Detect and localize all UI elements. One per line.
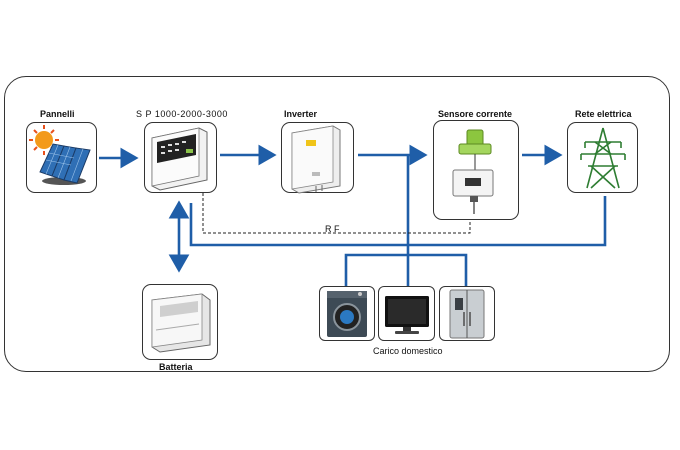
label-sp: S P 1000-2000-3000 bbox=[136, 109, 228, 119]
wires-main bbox=[99, 144, 607, 286]
rf-link bbox=[202, 193, 471, 234]
label-inverter: Inverter bbox=[284, 109, 318, 119]
washing-machine-icon bbox=[327, 291, 367, 337]
wire-sp-grid bbox=[189, 196, 607, 247]
label-battery: Batteria bbox=[159, 362, 193, 372]
grid-box bbox=[567, 122, 638, 193]
current-sensor-icon bbox=[452, 129, 494, 214]
label-load: Carico domestico bbox=[373, 346, 443, 356]
tv-icon bbox=[385, 296, 429, 334]
label-rf: R F bbox=[325, 224, 340, 234]
wire-load-branch bbox=[344, 253, 468, 286]
fridge-icon bbox=[449, 289, 485, 339]
storage-unit-icon bbox=[151, 127, 208, 191]
label-grid: Rete elettrica bbox=[575, 109, 632, 119]
diagram-frame bbox=[4, 76, 670, 372]
pylon-icon bbox=[580, 127, 626, 189]
inverter-icon bbox=[291, 125, 341, 194]
solar-panel-icon bbox=[29, 125, 91, 185]
label-sensor: Sensore corrente bbox=[438, 109, 513, 119]
label-panels: Pannelli bbox=[40, 109, 75, 119]
battery-icon bbox=[151, 293, 211, 353]
